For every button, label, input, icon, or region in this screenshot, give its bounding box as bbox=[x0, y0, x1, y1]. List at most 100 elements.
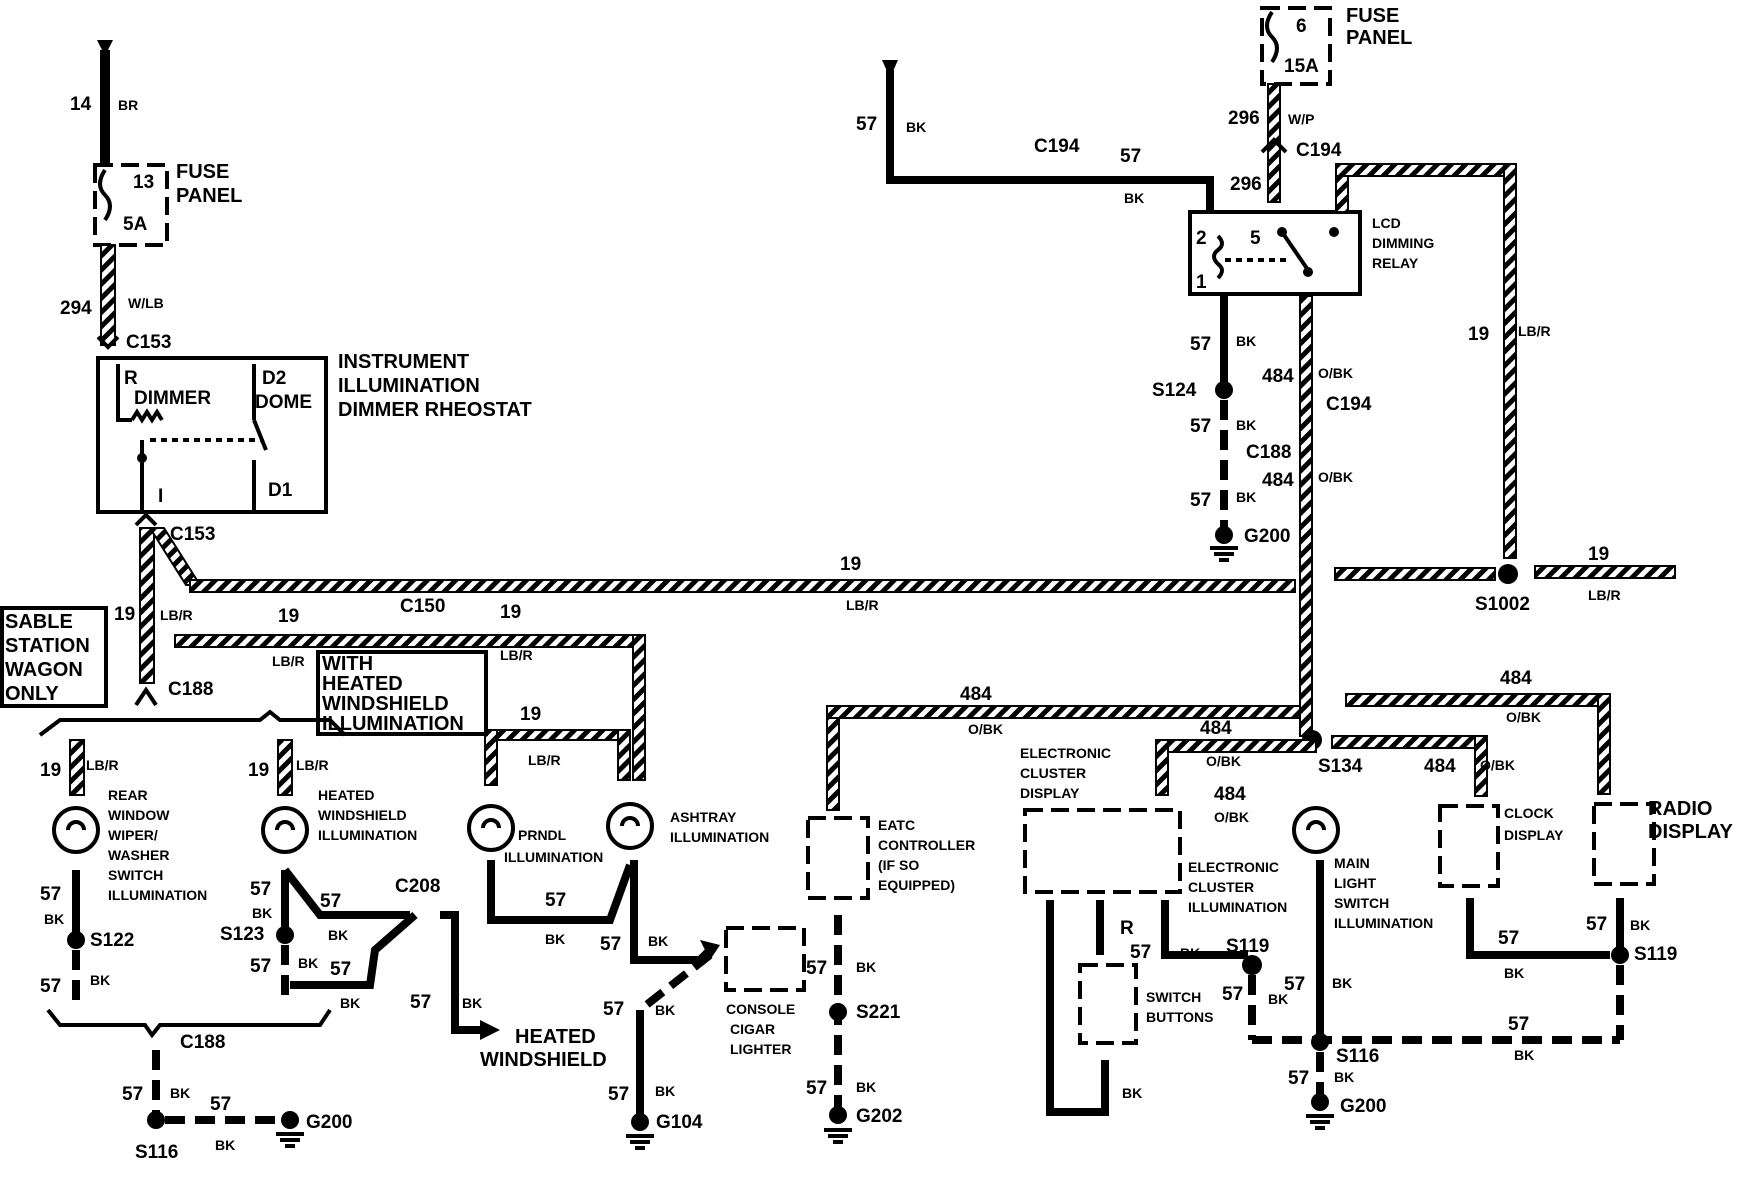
fuse-panel-label-1: FUSE bbox=[1346, 5, 1399, 27]
pin-r: R bbox=[1120, 918, 1134, 939]
note-box bbox=[0, 606, 108, 708]
wire-number: 19 bbox=[840, 554, 861, 575]
component-label: ASHTRAY bbox=[670, 809, 737, 825]
wire-number: 57 bbox=[1586, 914, 1607, 935]
prndl-illumination: PRNDL ILLUMINATION 57 BK bbox=[467, 804, 634, 947]
wire-color: LB/R bbox=[272, 653, 305, 669]
wire-color: W/LB bbox=[128, 295, 164, 311]
component-label: PRNDL bbox=[518, 827, 567, 843]
wire-number: 57 bbox=[1190, 334, 1211, 355]
main-light-switch-illumination: MAIN LIGHT SWITCH ILLUMINATION 57 BK S11… bbox=[1284, 806, 1433, 1130]
wire-color: BK bbox=[340, 995, 360, 1011]
note-line: STATION bbox=[5, 635, 90, 657]
component-label: ELECTRONIC bbox=[1188, 859, 1279, 875]
splice-label: S116 bbox=[135, 1142, 178, 1163]
splice-icon bbox=[1498, 564, 1518, 584]
component-label: WINDOW bbox=[108, 807, 170, 823]
component-label: RADIO bbox=[1648, 798, 1712, 820]
wire-number: 57 bbox=[330, 959, 351, 980]
wire-number: 19 bbox=[40, 760, 61, 781]
splice-icon bbox=[67, 931, 85, 949]
pin-d1: D1 bbox=[268, 480, 293, 501]
wire-number: 296 bbox=[1230, 174, 1262, 195]
dimmer-title-2: ILLUMINATION bbox=[338, 375, 480, 397]
eatc-box bbox=[806, 816, 870, 900]
wire-color: BK bbox=[215, 1137, 235, 1153]
component-label: EQUIPPED) bbox=[878, 877, 955, 893]
wire-color: BK bbox=[328, 927, 348, 943]
component-label: ILLUMINATION bbox=[1334, 915, 1433, 931]
radio-box bbox=[1592, 802, 1656, 886]
wire-color: LB/R bbox=[500, 647, 533, 663]
pin-5: 5 bbox=[1250, 228, 1261, 249]
wire-number: 57 bbox=[250, 879, 271, 900]
wire-color: BK bbox=[1630, 917, 1650, 933]
wire-484-trunk: 484 O/BK C194 484 O/BK S134 484 O/BK bbox=[1214, 295, 1372, 825]
relay-ground: 57 BK S124 57 BK C188 57 BK G200 bbox=[1152, 296, 1291, 562]
wire-color: BK bbox=[1332, 975, 1352, 991]
splice-label: S124 bbox=[1152, 380, 1197, 401]
relay-box bbox=[1188, 210, 1362, 296]
component-label: EATC bbox=[878, 817, 915, 833]
ground-icon bbox=[276, 1132, 304, 1148]
pin-d2: D2 bbox=[262, 368, 286, 389]
wire-number: 484 bbox=[1214, 784, 1246, 805]
wire-color: BK bbox=[1122, 1085, 1142, 1101]
ground-57-top: 57 BK C194 57 BK 296 bbox=[856, 60, 1262, 210]
wire-color: BK bbox=[648, 933, 668, 949]
ground-label: G202 bbox=[856, 1106, 902, 1127]
lcd-dimming-relay: 2 1 5 LCD DIMMING RELAY bbox=[1188, 210, 1434, 296]
wire-color: BK bbox=[856, 959, 876, 975]
bulb-icon bbox=[261, 806, 309, 854]
wire-number: 19 bbox=[500, 602, 521, 623]
wire-number: 484 bbox=[1200, 718, 1232, 739]
pin-1: 1 bbox=[1196, 272, 1207, 293]
cigar-lighter: CONSOLE CIGAR LIGHTER 57 BK 57 BK G104 bbox=[603, 926, 806, 1150]
component-label: WASHER bbox=[108, 847, 169, 863]
ground-icon bbox=[824, 1128, 852, 1144]
fuse-6-box bbox=[1260, 6, 1332, 86]
wire-number: 57 bbox=[1284, 974, 1305, 995]
component-label: HEATED bbox=[515, 1026, 596, 1048]
component-label: SWITCH bbox=[1146, 989, 1201, 1005]
ground-label: G200 bbox=[306, 1112, 352, 1133]
wire-color: BK bbox=[298, 955, 318, 971]
bulb-filament-icon bbox=[275, 820, 295, 831]
fuse-number: 13 bbox=[133, 172, 154, 193]
ground-g200-left: 57 BK S116 57 BK G200 bbox=[122, 1050, 352, 1163]
wire-color: W/P bbox=[1288, 111, 1314, 127]
wire-number: 14 bbox=[70, 94, 92, 115]
fuse-panel-label-1: FUSE bbox=[176, 161, 229, 183]
fuse-13-box bbox=[93, 163, 169, 247]
component-label: DISPLAY bbox=[1504, 827, 1564, 843]
component-label: BUTTONS bbox=[1146, 1009, 1213, 1025]
relay-title-3: RELAY bbox=[1372, 255, 1419, 271]
component-label: ILLUMINATION bbox=[1188, 899, 1287, 915]
fuse-rating: 5A bbox=[123, 214, 148, 235]
wire-number: 57 bbox=[1190, 490, 1211, 511]
component-label: CONSOLE bbox=[726, 1001, 795, 1017]
ground-icon bbox=[1210, 546, 1238, 562]
connector-label: C150 bbox=[400, 596, 445, 617]
splice-label: S1002 bbox=[1475, 594, 1530, 615]
ground-label: G200 bbox=[1244, 526, 1290, 547]
wire-number: 57 bbox=[1222, 984, 1243, 1005]
relay-title-1: LCD bbox=[1372, 215, 1401, 231]
bulb-icon bbox=[467, 804, 515, 852]
bulb-filament-icon bbox=[620, 816, 640, 827]
relay-title-2: DIMMING bbox=[1372, 235, 1434, 251]
connector-label: C188 bbox=[1246, 442, 1291, 463]
wire-color: BK bbox=[1236, 333, 1256, 349]
rear-wiper-illumination: 19 LB/R REAR WINDOW WIPER/ WASHER SWITCH… bbox=[40, 739, 207, 1005]
note-line: ILLUMINATION bbox=[322, 713, 464, 735]
wire-number: 484 bbox=[960, 684, 992, 705]
wire-color: BK bbox=[906, 119, 926, 135]
wire-number: 484 bbox=[1500, 668, 1532, 689]
bulb-filament-icon bbox=[1306, 820, 1326, 831]
note-line: WAGON bbox=[5, 659, 83, 681]
note-line: WINDSHIELD bbox=[322, 693, 449, 715]
wire-number: 57 bbox=[1288, 1068, 1309, 1089]
fuse-icon bbox=[98, 168, 112, 222]
dimmer-title-3: DIMMER RHEOSTAT bbox=[338, 399, 532, 421]
wire-color: LB/R bbox=[160, 607, 193, 623]
